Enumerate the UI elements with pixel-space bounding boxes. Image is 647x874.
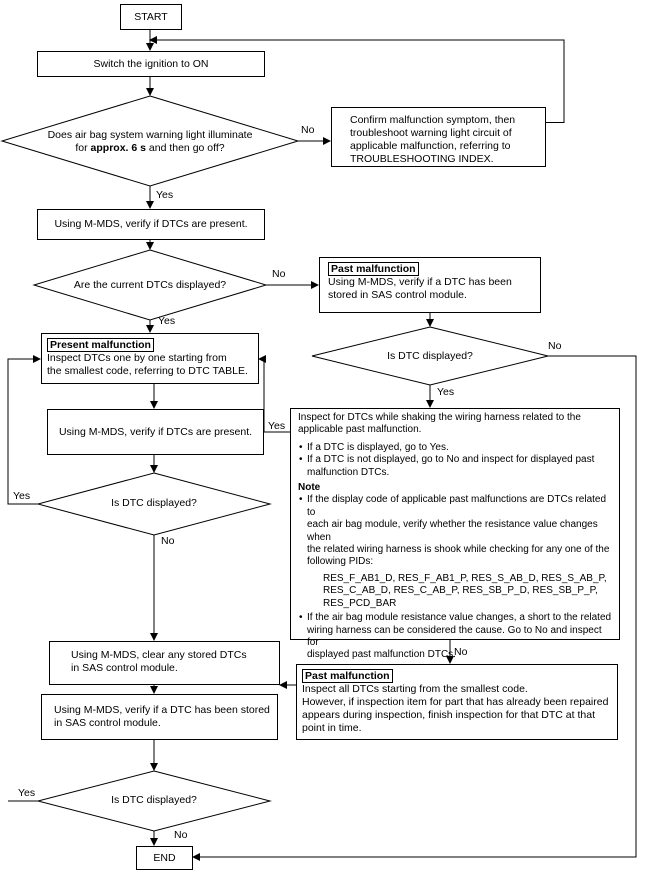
past-box-2-line-2: However, if inspection item for part tha… — [302, 696, 609, 708]
past-box-2-line-4: point in time. — [302, 722, 362, 734]
decision-warning-light-post: and then go off? — [145, 142, 225, 154]
yes-label-warning-light: Yes — [156, 189, 174, 201]
decision-dtc-right-label: Is DTC displayed? — [387, 350, 473, 362]
pid-list: RES_F_AB1_D, RES_F_AB1_P, RES_S_AB_D, RE… — [307, 573, 612, 610]
note-item-2: If the air bag module resistance value c… — [298, 612, 612, 662]
past-box-2-line-3: appears during inspection, finish inspec… — [302, 709, 595, 721]
present-box-line-2: the smallest code, referring to DTC TABL… — [47, 365, 248, 377]
pid-line-1: RES_F_AB1_D, RES_F_AB1_P, RES_S_AB_D, RE… — [323, 572, 607, 584]
confirm-malfunction-box: Confirm malfunction symptom, then troubl… — [331, 107, 546, 167]
confirm-line-4: TROUBLESHOOTING INDEX. — [350, 153, 494, 165]
note-1-line-1: If the display code of applicable past m… — [307, 494, 607, 518]
inspect-bullets: If a DTC is displayed, go to Yes. If a D… — [298, 442, 612, 479]
verify-stored-box: Using M-MDS, verify if a DTC has been st… — [41, 694, 278, 740]
decision-current-dtcs-text: Are the current DTCs displayed? — [50, 279, 250, 292]
clear-dtcs-box: Using M-MDS, clear any stored DTCs in SA… — [49, 641, 280, 685]
inspect-bullet-2-line-1: If a DTC is not displayed, go to No and … — [307, 454, 595, 466]
ignition-step-box: Switch the ignition to ON — [37, 51, 265, 77]
verify-dtc-step-2-label: Using M-MDS, verify if DTCs are present. — [58, 425, 253, 438]
present-box-line-1: Inspect DTCs one by one starting from — [47, 352, 227, 364]
past-malfunction-tag-2: Past malfunction — [302, 669, 393, 683]
past-box-1-line-2: stored in SAS control module. — [328, 289, 467, 301]
past-box-2-line-1: Inspect all DTCs starting from the small… — [302, 683, 528, 695]
note-1-line-2: each air bag module, verify whether the … — [307, 519, 598, 543]
note-title: Note — [298, 482, 321, 494]
no-label-dtc-bottom: No — [174, 829, 188, 841]
note-2-line-3: displayed past malfunction DTCs. — [307, 649, 456, 661]
confirm-line-3: applicable malfunction, referring to — [350, 140, 511, 152]
decision-dtc-left-text: Is DTC displayed? — [94, 497, 214, 510]
note-2-line-1: If the air bag module resistance value c… — [307, 612, 612, 624]
confirm-loop-connector — [546, 122, 564, 124]
clear-line-2: in SAS control module. — [71, 662, 178, 674]
note-2-line-2: wiring harness can be considered the cau… — [307, 624, 602, 648]
present-malfunction-box: Present malfunction Inspect DTCs one by … — [41, 333, 259, 384]
verify-dtc-step-label: Using M-MDS, verify if DTCs are present. — [54, 218, 248, 230]
yes-label-current-dtcs: Yes — [158, 315, 176, 327]
verify-stored-line-2: in SAS control module. — [54, 717, 161, 729]
verify-dtc-step-box: Using M-MDS, verify if DTCs are present. — [37, 209, 265, 240]
no-label-warning-light: No — [301, 124, 315, 136]
decision-warning-light-line1: Does air bag system warning light illumi… — [47, 129, 253, 141]
decision-dtc-bottom-label: Is DTC displayed? — [111, 794, 197, 806]
note-1-line-4: following PIDs: — [307, 556, 374, 568]
decision-dtc-bottom-text: Is DTC displayed? — [94, 794, 214, 807]
past-box-1-line-1: Using M-MDS, verify if a DTC has been — [328, 276, 512, 288]
clear-line-1: Using M-MDS, clear any stored DTCs — [71, 649, 247, 661]
inspect-bullet-2: If a DTC is not displayed, go to No and … — [298, 454, 612, 479]
verify-dtc-step-box-2: Using M-MDS, verify if DTCs are present. — [47, 409, 264, 455]
decision-dtc-right-text: Is DTC displayed? — [370, 350, 490, 363]
inspect-bullet-1-line-1: If a DTC is displayed, go to Yes. — [307, 441, 449, 453]
confirm-line-2: troubleshoot warning light circuit of — [350, 127, 512, 139]
decision-warning-light-bold: approx. 6 s — [90, 142, 146, 154]
past-malfunction-tag-1: Past malfunction — [328, 262, 419, 276]
note-item-1: If the display code of applicable past m… — [298, 494, 612, 610]
pid-line-3: RES_PCD_BAR — [323, 597, 397, 609]
present-malfunction-tag: Present malfunction — [47, 338, 154, 352]
ignition-step-label: Switch the ignition to ON — [93, 57, 209, 70]
no-label-inspect-box: No — [454, 646, 468, 658]
start-terminal: START — [120, 4, 182, 30]
yes-label-dtc-right: Yes — [437, 386, 455, 398]
decision-current-dtcs-label: Are the current DTCs displayed? — [73, 279, 227, 291]
confirm-line-1: Confirm malfunction symptom, then — [350, 114, 516, 126]
decision-warning-light-text: Does air bag system warning light illumi… — [30, 129, 270, 155]
inspect-bullet-2-line-2: malfunction DTCs. — [307, 466, 390, 478]
end-label: END — [153, 851, 176, 864]
decision-dtc-left-label: Is DTC displayed? — [111, 497, 197, 509]
yes-label-dtc-bottom: Yes — [18, 787, 36, 799]
past-malfunction-box-1: Past malfunction Using M-MDS, verify if … — [319, 257, 541, 313]
inspect-intro-2: applicable past malfunction. — [298, 424, 422, 436]
start-label: START — [134, 10, 168, 23]
yes-label-inspect-box: Yes — [268, 420, 286, 432]
inspect-bullet-1: If a DTC is displayed, go to Yes. — [298, 441, 612, 455]
yes-label-dtc-left: Yes — [13, 490, 31, 502]
pid-line-2: RES_C_AB_D, RES_C_AB_P, RES_SB_P_D, RES_… — [323, 585, 598, 597]
inspect-wiring-box: Inspect for DTCs while shaking the wirin… — [290, 408, 620, 660]
no-label-dtc-left: No — [161, 535, 175, 547]
note-list: If the display code of applicable past m… — [298, 494, 612, 661]
end-terminal: END — [136, 846, 193, 870]
no-label-current-dtcs: No — [272, 268, 286, 280]
note-1-line-3: the related wiring harness is shook whil… — [307, 544, 610, 556]
no-label-dtc-right: No — [548, 340, 562, 352]
decision-warning-light-pre: for — [75, 142, 91, 154]
past-malfunction-box-2: Past malfunction Inspect all DTCs starti… — [296, 664, 618, 740]
inspect-intro-1: Inspect for DTCs while shaking the wirin… — [298, 412, 581, 423]
verify-stored-line-1: Using M-MDS, verify if a DTC has been st… — [54, 704, 270, 716]
decision-warning-light-line2: for approx. 6 s and then go off? — [30, 142, 270, 155]
